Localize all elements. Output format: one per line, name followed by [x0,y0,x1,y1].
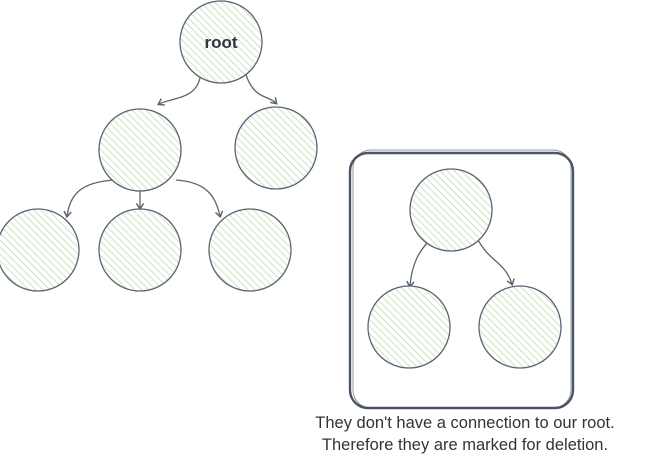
caption-line-2: Therefore they are marked for deletion. [321,436,609,454]
tree-node-left [98,108,182,192]
edge-orphan-to-left [406,239,431,289]
tree-leaf-1 [0,208,80,292]
root-label: root [204,33,237,52]
unreachable-group [348,149,575,410]
tree-leaf-2 [98,208,182,292]
tree-node-right [234,106,318,190]
edge-root-to-right-child [245,74,278,105]
orphan-node-top [409,168,493,252]
reachable-edges [63,74,278,219]
orphan-node-left [367,285,451,369]
orphan-node-right [478,285,562,369]
reachable-tree [0,0,318,292]
edge-mid-to-leaf-3 [175,179,224,219]
root-node [179,0,263,84]
tree-leaf-3 [208,208,292,292]
edge-orphan-to-right [477,239,515,287]
edge-mid-to-leaf-1 [63,179,116,219]
edge-root-to-left-child [157,77,201,106]
caption-line-1: They don't have a connection to our root… [315,414,615,432]
deletion-caption: They don't have a connection to our root… [270,412,651,456]
